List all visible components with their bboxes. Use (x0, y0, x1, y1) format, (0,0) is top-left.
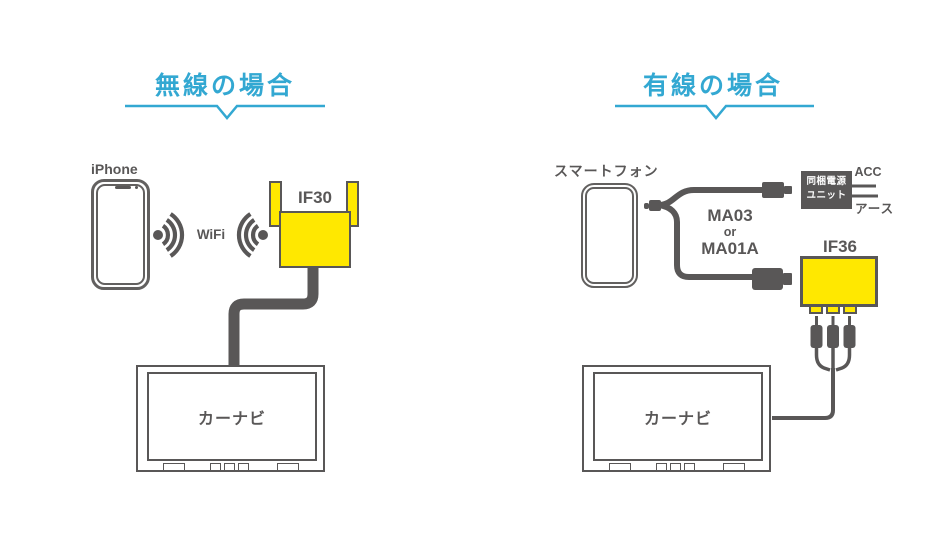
if30-antenna-left (269, 181, 282, 227)
iphone-camera-dot (135, 186, 138, 189)
car-navi-right-label: カーナビ (643, 410, 712, 428)
if30-label: IF30 (297, 188, 333, 207)
navi-button (723, 463, 745, 471)
power-unit-label-line1: 同梱電源 (806, 176, 847, 187)
wireless-section-title: 無線の場合 (154, 72, 295, 100)
wireless-title-underline (125, 104, 325, 120)
if36-connector-tip-icon (783, 273, 792, 285)
acc-label: ACC (854, 165, 882, 179)
if36-to-navi-cable (772, 368, 835, 420)
navi-button (609, 463, 631, 471)
car-navi-right-screen: カーナビ (593, 372, 763, 461)
iphone-screen (96, 184, 145, 285)
if36-av-jack (809, 305, 823, 314)
navi-button (238, 463, 249, 471)
wifi-label: WiFi (196, 227, 226, 242)
navi-button (670, 463, 681, 471)
navi-button (163, 463, 185, 471)
smartphone-label: スマートフォン (554, 163, 659, 179)
power-unit-box: 同梱電源 ユニット (801, 171, 852, 209)
smartphone-screen (585, 187, 634, 284)
if36-connector-icon (752, 268, 783, 290)
if36-av-jack (826, 305, 840, 314)
rca-plugs-icon (810, 316, 856, 372)
ground-label: アース (855, 202, 895, 216)
wifi-signal-right-facing-icon (153, 212, 185, 258)
car-navi-left-label: カーナビ (197, 410, 266, 428)
car-navi-left: カーナビ (136, 365, 325, 472)
usb-connector-tip-icon (784, 186, 792, 194)
power-unit-label-line2: ユニット (806, 190, 847, 202)
smartphone-icon (581, 183, 638, 288)
navi-button (656, 463, 667, 471)
navi-button (277, 463, 299, 471)
iphone-icon (91, 179, 150, 290)
cable-model-2: MA01A (701, 239, 759, 258)
navi-button (210, 463, 221, 471)
cable-model-1: MA03 (707, 206, 753, 225)
wired-title-underline (615, 104, 814, 120)
iphone-notch (115, 186, 131, 189)
navi-button (684, 463, 695, 471)
if36-device (800, 256, 878, 307)
if30-to-navi-cable (228, 266, 319, 366)
cable-model-conjunction: or (723, 225, 737, 239)
wifi-signal-left-facing-icon (236, 212, 268, 258)
phone-plug-tip-icon (644, 203, 649, 209)
car-navi-left-screen: カーナビ (147, 372, 317, 461)
phone-plug-icon (649, 200, 661, 211)
cable-bottom-branch (658, 202, 756, 280)
car-navi-right: カーナビ (582, 365, 771, 472)
wired-section-title: 有線の場合 (642, 72, 783, 100)
if36-av-jack (843, 305, 857, 314)
if30-device (279, 211, 351, 268)
usb-connector-icon (762, 182, 784, 198)
if36-label: IF36 (822, 237, 858, 256)
cable-model-label: MA03 or MA01A (694, 206, 766, 258)
iphone-label: iPhone (91, 161, 138, 177)
navi-button (224, 463, 235, 471)
cable-top-branch (658, 187, 764, 208)
